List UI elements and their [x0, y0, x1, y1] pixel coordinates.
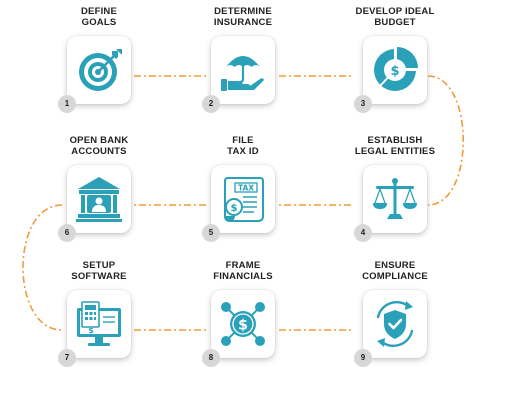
step-icon-card — [363, 165, 427, 233]
step-title-line2: BUDGET — [374, 17, 416, 28]
step-icon-card — [67, 165, 131, 233]
step-title: DETERMINE INSURANCE — [163, 6, 323, 28]
step-title-line2: FINANCIALS — [213, 271, 273, 282]
software-monitor-icon: $ — [77, 301, 121, 346]
svg-text:TAX: TAX — [238, 184, 254, 193]
step-title: DEVELOP IDEAL BUDGET — [315, 6, 475, 28]
step-number-badge: 1 — [58, 95, 76, 113]
step-title-line2: GOALS — [81, 17, 117, 28]
step-title-line2: INSURANCE — [213, 17, 273, 28]
step-icon-card — [67, 36, 131, 104]
step-title: DEFINE GOALS — [19, 6, 179, 28]
target-icon — [79, 49, 122, 91]
step-establish-legal-entities: ESTABLISH LEGAL ENTITIES 4 — [315, 135, 475, 265]
step-title-line1: ESTABLISH — [367, 135, 423, 146]
step-icon-card: $ — [211, 290, 275, 358]
svg-text:$: $ — [238, 318, 248, 334]
step-title-line1: OPEN BANK — [69, 135, 129, 146]
step-title-line1: DEFINE — [80, 6, 118, 17]
step-title: ENSURE COMPLIANCE — [315, 260, 475, 282]
step-frame-financials: FRAME FINANCIALS $ 8 — [163, 260, 323, 390]
step-title-line1: FILE — [232, 135, 254, 146]
step-ensure-compliance: ENSURE COMPLIANCE 9 — [315, 260, 475, 390]
financial-network-icon: $ — [221, 302, 265, 346]
step-title: FILE TAX ID — [163, 135, 323, 157]
svg-text:$: $ — [231, 203, 238, 214]
budget-pie-icon: $ — [374, 47, 418, 91]
step-icon-card: TAX $ — [211, 165, 275, 233]
step-title-line1: DEVELOP IDEAL — [355, 6, 435, 17]
step-title-line2: ACCOUNTS — [71, 146, 127, 157]
step-develop-ideal-budget: DEVELOP IDEAL BUDGET $ 3 — [315, 6, 475, 136]
step-number-badge: 6 — [58, 224, 76, 242]
step-icon-card: $ — [67, 290, 131, 358]
scales-icon — [373, 178, 417, 219]
step-number-badge: 5 — [202, 224, 220, 242]
step-title: OPEN BANK ACCOUNTS — [19, 135, 179, 157]
bank-icon — [76, 177, 122, 222]
step-title-line2: SOFTWARE — [71, 271, 127, 282]
svg-text:$: $ — [390, 64, 399, 79]
step-open-bank-accounts: OPEN BANK ACCOUNTS 6 — [19, 135, 179, 265]
step-title: ESTABLISH LEGAL ENTITIES — [315, 135, 475, 157]
step-title-line1: SETUP — [82, 260, 116, 271]
step-icon-card — [211, 36, 275, 104]
step-number-badge: 7 — [58, 349, 76, 367]
step-icon-card: $ — [363, 36, 427, 104]
step-title-line2: LEGAL ENTITIES — [354, 146, 436, 157]
step-title: SETUP SOFTWARE — [19, 260, 179, 282]
step-title: FRAME FINANCIALS — [163, 260, 323, 282]
step-icon-card — [363, 290, 427, 358]
shield-check-icon — [376, 301, 414, 347]
step-title-line2: COMPLIANCE — [362, 271, 428, 282]
step-title-line2: TAX ID — [227, 146, 259, 157]
step-title-line1: DETERMINE — [214, 6, 272, 17]
step-title-line1: FRAME — [225, 260, 261, 271]
step-title-line1: ENSURE — [374, 260, 416, 271]
tax-document-icon: TAX $ — [224, 177, 264, 222]
step-determine-insurance: DETERMINE INSURANCE 2 — [163, 6, 323, 136]
umbrella-hand-icon — [221, 56, 264, 91]
step-number-badge: 8 — [202, 349, 220, 367]
step-number-badge: 2 — [202, 95, 220, 113]
step-number-badge: 4 — [354, 224, 372, 242]
step-define-goals: DEFINE GOALS 1 — [19, 6, 179, 136]
svg-text:$: $ — [88, 326, 94, 335]
step-file-tax-id: FILE TAX ID TAX $ 5 — [163, 135, 323, 265]
step-setup-software: SETUP SOFTWARE $ 7 — [19, 260, 179, 390]
step-number-badge: 3 — [354, 95, 372, 113]
step-number-badge: 9 — [354, 349, 372, 367]
